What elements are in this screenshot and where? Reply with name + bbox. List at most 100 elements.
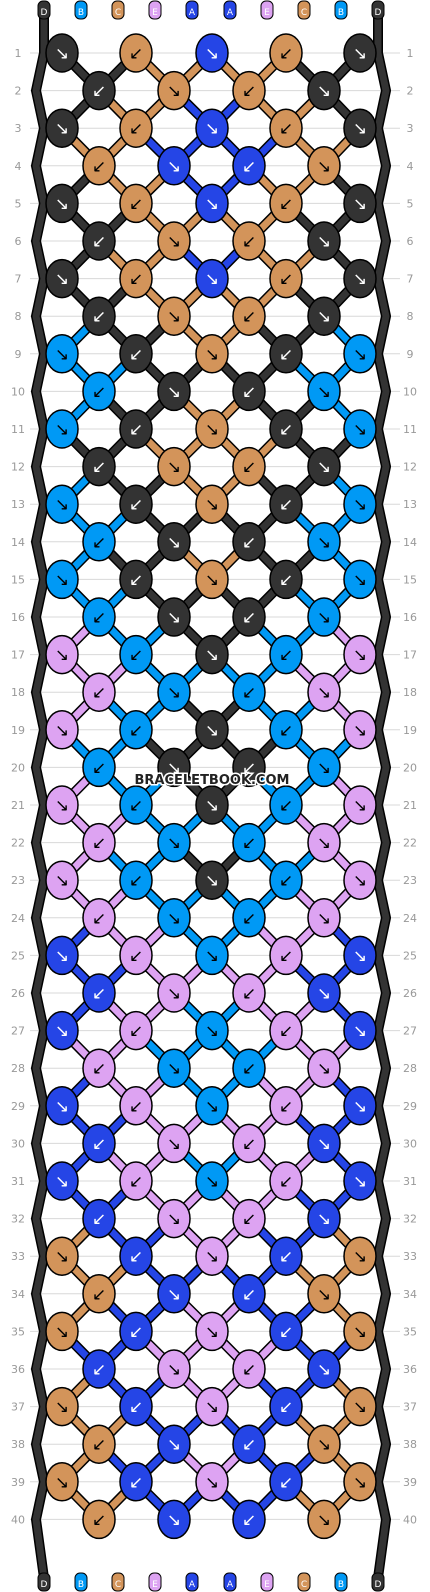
- knot-arrow-icon: ↘: [167, 834, 181, 854]
- knot-arrow-icon: ↘: [353, 119, 367, 139]
- row-number-right: 19: [403, 724, 417, 737]
- knot: ↙: [119, 860, 153, 900]
- knot-ellipse: [307, 70, 341, 111]
- knot: ↙: [119, 1161, 153, 1201]
- knot: ↙: [119, 634, 153, 675]
- row-number-left: 37: [11, 1401, 25, 1414]
- knot: ↘: [195, 935, 229, 976]
- knot: ↘: [195, 559, 229, 600]
- row-number-left: 16: [11, 611, 25, 624]
- knot-ellipse: [195, 334, 229, 374]
- knot-arrow-icon: ↙: [279, 1473, 293, 1493]
- knot: ↘: [157, 296, 191, 336]
- knot-arrow-icon: ↙: [279, 1398, 293, 1418]
- row-number-right: 26: [403, 987, 417, 1000]
- row-number-right: 21: [403, 799, 417, 812]
- knot-ellipse: [119, 935, 153, 976]
- knot-arrow-icon: ↙: [242, 533, 256, 553]
- row-number-left: 11: [11, 423, 25, 436]
- knot: ↙: [232, 1424, 266, 1464]
- knot: ↘: [45, 1161, 79, 1201]
- knot-ellipse: [343, 860, 377, 900]
- knot-arrow-icon: ↘: [167, 307, 181, 327]
- knot-ellipse: [82, 1123, 116, 1164]
- knot-ellipse: [307, 146, 341, 186]
- knot-ellipse: [232, 1274, 266, 1314]
- knot-arrow-icon: ↘: [353, 1172, 367, 1192]
- knot: ↙: [82, 672, 116, 712]
- knot-arrow-icon: ↘: [205, 1398, 219, 1418]
- row-number-left: 25: [11, 949, 25, 962]
- knot-ellipse: [195, 1311, 229, 1352]
- knot-ellipse: [157, 1274, 191, 1314]
- knot: ↘: [195, 785, 229, 825]
- row-number-left: 13: [11, 498, 25, 511]
- knot-ellipse: [269, 1311, 303, 1352]
- knot: ↘: [195, 1462, 229, 1502]
- knot-arrow-icon: ↘: [317, 1285, 331, 1305]
- knot-arrow-icon: ↘: [205, 270, 219, 290]
- knot-arrow-icon: ↘: [317, 683, 331, 703]
- top-string-label: B: [338, 8, 344, 18]
- knot: ↙: [232, 822, 266, 863]
- knot: ↘: [45, 33, 79, 73]
- knot-arrow-icon: ↙: [92, 157, 106, 177]
- knot-arrow-icon: ↘: [55, 270, 69, 290]
- top-string-label: E: [152, 8, 158, 18]
- knot: ↙: [119, 1386, 153, 1427]
- knot-arrow-icon: ↘: [317, 608, 331, 628]
- knot-ellipse: [157, 296, 191, 336]
- row-number-left: 14: [11, 536, 25, 549]
- knot-ellipse: [119, 559, 153, 600]
- knot-ellipse: [232, 747, 266, 788]
- knot-ellipse: [195, 634, 229, 675]
- knot-arrow-icon: ↙: [279, 1172, 293, 1192]
- row-number-right: 13: [403, 498, 417, 511]
- knot: ↘: [45, 258, 79, 299]
- knot-arrow-icon: ↙: [129, 420, 143, 440]
- knot-ellipse: [45, 1010, 79, 1051]
- knot-arrow-icon: ↙: [279, 420, 293, 440]
- knot: ↘: [307, 522, 341, 562]
- knot-ellipse: [82, 1349, 116, 1389]
- row-number-left: 33: [11, 1250, 25, 1263]
- knot-ellipse: [232, 1499, 266, 1540]
- top-string-label: C: [115, 8, 121, 18]
- knot-ellipse: [195, 409, 229, 449]
- row-number-right: 7: [407, 273, 414, 286]
- knot-ellipse: [232, 1123, 266, 1164]
- top-string-end: [111, 0, 125, 20]
- knot-arrow-icon: ↙: [129, 1097, 143, 1117]
- knot: ↙: [119, 258, 153, 299]
- knot: ↘: [307, 1349, 341, 1389]
- knot-arrow-icon: ↘: [353, 646, 367, 666]
- knot-arrow-icon: ↘: [167, 1210, 181, 1230]
- bottom-string-end: [74, 1572, 88, 1592]
- knot: ↘: [307, 1499, 341, 1540]
- knot-ellipse: [157, 146, 191, 186]
- knot-arrow-icon: ↘: [353, 1097, 367, 1117]
- knot-arrow-icon: ↙: [279, 345, 293, 365]
- knot: ↘: [45, 935, 79, 976]
- knot-arrow-icon: ↘: [205, 420, 219, 440]
- knot: ↘: [307, 747, 341, 788]
- knot-ellipse: [119, 785, 153, 825]
- knot-ellipse: [82, 973, 116, 1013]
- knot-arrow-icon: ↙: [242, 1059, 256, 1079]
- row-number-left: 19: [11, 724, 25, 737]
- bottom-string-label: D: [375, 1580, 382, 1590]
- row-number-right: 9: [407, 348, 414, 361]
- knot: ↙: [82, 822, 116, 863]
- knot-ellipse: [269, 634, 303, 675]
- row-number-left: 40: [11, 1513, 25, 1526]
- knot-arrow-icon: ↙: [242, 1285, 256, 1305]
- row-number-left: 29: [11, 1100, 25, 1113]
- knot-arrow-icon: ↘: [317, 1435, 331, 1455]
- knot-arrow-icon: ↘: [353, 796, 367, 816]
- knot: ↙: [119, 785, 153, 825]
- knot-arrow-icon: ↙: [279, 44, 293, 64]
- knot-ellipse: [343, 1462, 377, 1502]
- row-number-left: 18: [11, 686, 25, 699]
- knot-arrow-icon: ↘: [205, 570, 219, 590]
